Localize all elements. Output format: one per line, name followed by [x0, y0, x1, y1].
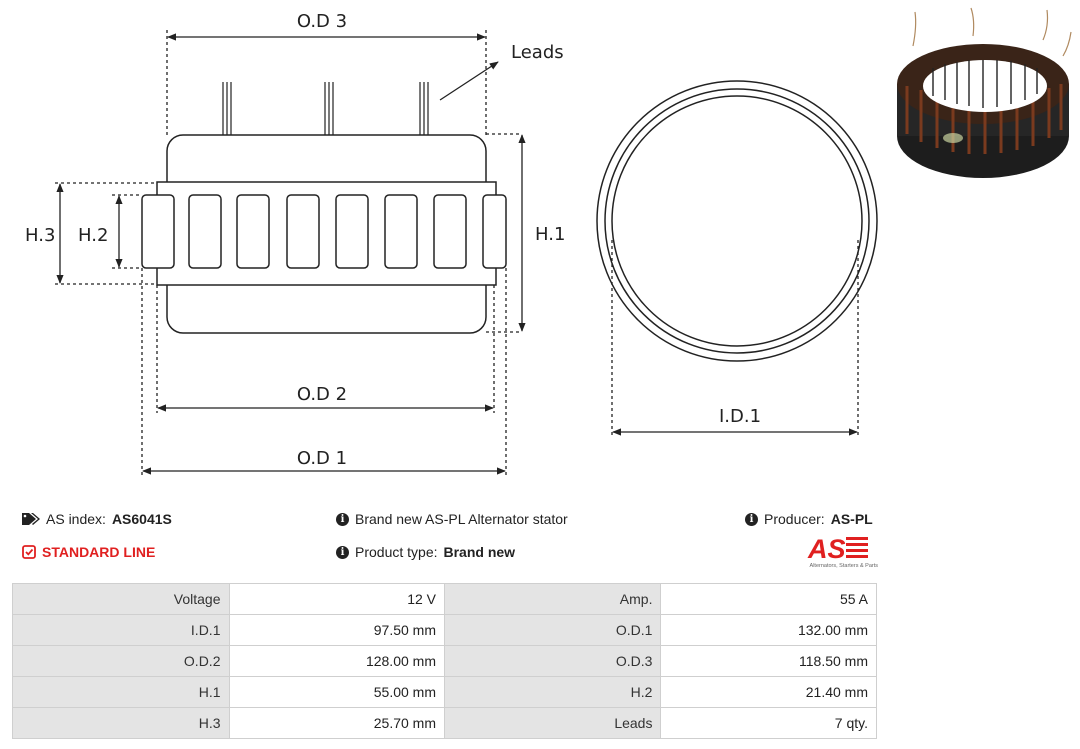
logo-tagline: Alternators, Starters & Parts	[809, 563, 878, 569]
spec-value: 7 qty.	[660, 707, 877, 739]
tags-icon	[22, 513, 40, 525]
dimension-labels: O.D 3 Leads H.3 H.2 H.1 O.D 2 O.D 1 I.D.…	[25, 11, 761, 469]
spec-label: O.D.1	[443, 614, 662, 646]
logo-text: AS	[807, 534, 846, 564]
stator-side-view	[141, 82, 507, 334]
table-row: Voltage 12 V Amp. 55 A	[12, 583, 877, 615]
spec-label: O.D.3	[443, 645, 662, 677]
table-row: O.D.2 128.00 mm O.D.3 118.50 mm	[12, 645, 877, 677]
as-index-value: AS6041S	[111, 511, 172, 527]
producer-label: Producer:	[764, 511, 825, 527]
description-row: i Brand new AS-PL Alternator stator	[336, 511, 568, 527]
as-index-row: AS index: AS6041S	[22, 511, 172, 527]
specs-table: Voltage 12 V Amp. 55 A I.D.1 97.50 mm O.…	[12, 583, 877, 739]
dimension-lines	[55, 30, 859, 476]
info-icon: i	[336, 545, 349, 559]
spec-label: O.D.2	[12, 645, 230, 677]
spec-value: 25.70 mm	[228, 707, 445, 739]
spec-label: H.3	[12, 707, 230, 739]
stator-technical-drawing: O.D 3 Leads H.3 H.2 H.1 O.D 2 O.D 1 I.D.…	[25, 11, 878, 476]
product-description: Brand new AS-PL Alternator stator	[355, 511, 568, 527]
producer-row: i Producer: AS-PL	[745, 511, 873, 527]
table-row: H.1 55.00 mm H.2 21.40 mm	[12, 676, 877, 708]
spec-value: 132.00 mm	[660, 614, 877, 646]
check-square-icon	[22, 545, 36, 559]
info-icon: i	[745, 512, 758, 526]
leads-label: Leads	[511, 42, 564, 63]
spec-value: 55 A	[660, 583, 877, 615]
spec-label: H.2	[443, 676, 662, 708]
od3-label: O.D 3	[297, 11, 347, 32]
stator-teeth	[141, 194, 507, 269]
product-type-label: Product type:	[355, 544, 438, 560]
spec-value: 12 V	[228, 583, 445, 615]
stator-top-view	[596, 80, 878, 362]
spec-label: H.1	[12, 676, 230, 708]
table-row: I.D.1 97.50 mm O.D.1 132.00 mm	[12, 614, 877, 646]
standard-line-row: STANDARD LINE	[22, 544, 155, 560]
table-row: H.3 25.70 mm Leads 7 qty.	[12, 707, 877, 739]
spec-label: Voltage	[12, 583, 230, 615]
od2-label: O.D 2	[297, 384, 347, 405]
id1-label: I.D.1	[719, 406, 761, 427]
product-type-row: i Product type: Brand new	[336, 544, 515, 560]
spec-label: I.D.1	[12, 614, 230, 646]
spec-value: 97.50 mm	[228, 614, 445, 646]
product-type-value: Brand new	[443, 544, 516, 560]
as-pl-logo: AS	[807, 534, 868, 564]
h2-label: H.2	[78, 225, 108, 246]
spec-label: Leads	[443, 707, 662, 739]
as-index-label: AS index:	[46, 511, 106, 527]
spec-label: Amp.	[443, 583, 662, 615]
standard-line-label: STANDARD LINE	[42, 544, 156, 560]
h3-label: H.3	[25, 225, 55, 246]
od1-label: O.D 1	[297, 448, 347, 469]
producer-value: AS-PL	[830, 511, 873, 527]
spec-value: 118.50 mm	[660, 645, 877, 677]
spec-value: 128.00 mm	[228, 645, 445, 677]
spec-value: 21.40 mm	[660, 676, 877, 708]
h1-label: H.1	[535, 224, 565, 245]
spec-value: 55.00 mm	[228, 676, 445, 708]
lead-wires	[222, 82, 429, 135]
stator-product-photo	[897, 7, 1072, 178]
info-icon: i	[336, 512, 349, 526]
